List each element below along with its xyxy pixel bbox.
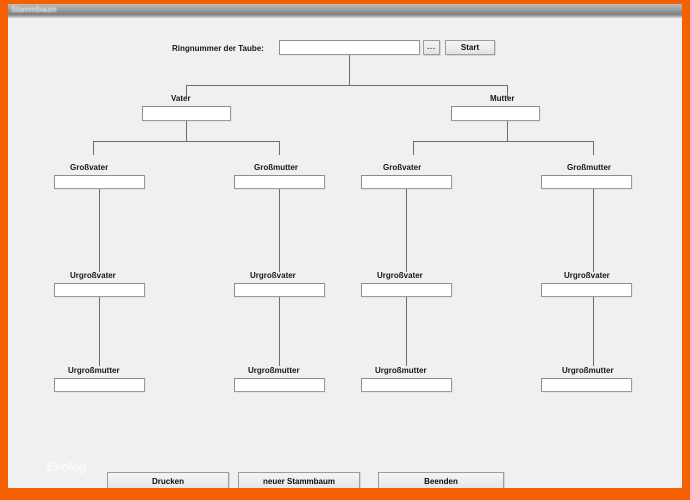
connector-gen2-r1 [413, 141, 414, 155]
urgrossmutter-2-input[interactable] [234, 378, 325, 392]
connector-root-down [349, 55, 350, 85]
grossmutter-1-input[interactable] [234, 175, 325, 189]
urgrossvater-1-label: Urgroßvater [70, 271, 116, 280]
connector-gen4-3 [406, 297, 407, 366]
vater-label: Vater [171, 94, 191, 103]
connector-gen1-left [186, 85, 187, 98]
urgrossvater-2-input[interactable] [234, 283, 325, 297]
urgrossvater-3-input[interactable] [361, 283, 452, 297]
grossmutter-2-input[interactable] [541, 175, 632, 189]
connector-gen4-1 [99, 297, 100, 366]
grossvater-2-input[interactable] [361, 175, 452, 189]
connector-gen2-l1 [93, 141, 94, 155]
beenden-button[interactable]: Beenden [378, 472, 504, 488]
urgrossvater-1-input[interactable] [54, 283, 145, 297]
browse-button[interactable]: ... [423, 40, 440, 55]
ringnummer-input[interactable] [279, 40, 420, 55]
connector-gen2-l2 [279, 141, 280, 155]
urgrossvater-4-label: Urgroßvater [564, 271, 610, 280]
connector-gen3-4 [593, 189, 594, 272]
urgrossmutter-3-label: Urgroßmutter [375, 366, 427, 375]
grossvater-2-label: Großvater [383, 163, 422, 172]
window-titlebar[interactable]: Stammbaum [8, 4, 682, 18]
connector-vater-down [186, 121, 187, 141]
application-window: Stammbaum Ringnummer der Taube: ... Star… [8, 4, 682, 488]
grossvater-1-input[interactable] [54, 175, 145, 189]
neuer-stammbaum-button[interactable]: neuer Stammbaum [238, 472, 360, 488]
window-client-area: Ringnummer der Taube: ... Start Vater Mu… [8, 18, 682, 488]
start-button[interactable]: Start [445, 40, 495, 55]
connector-gen1-bar [186, 85, 507, 86]
mutter-label: Mutter [490, 94, 515, 103]
urgrossmutter-2-label: Urgroßmutter [248, 366, 300, 375]
urgrossmutter-3-input[interactable] [361, 378, 452, 392]
urgrossvater-4-input[interactable] [541, 283, 632, 297]
connector-gen1-right [507, 85, 508, 98]
grossvater-1-label: Großvater [70, 163, 109, 172]
ringnummer-label: Ringnummer der Taube: [172, 44, 264, 53]
urgrossmutter-1-label: Urgroßmutter [68, 366, 120, 375]
grossmutter-2-label: Großmutter [567, 163, 611, 172]
vater-input[interactable] [142, 106, 231, 121]
connector-gen4-2 [279, 297, 280, 366]
connector-gen2-bar-left [93, 141, 280, 142]
urgrossmutter-4-label: Urgroßmutter [562, 366, 614, 375]
connector-gen4-4 [593, 297, 594, 366]
connector-gen3-2 [279, 189, 280, 272]
connector-gen3-3 [406, 189, 407, 272]
connector-gen2-bar-right [413, 141, 593, 142]
urgrossmutter-4-input[interactable] [541, 378, 632, 392]
drucken-button[interactable]: Drucken [107, 472, 229, 488]
grossmutter-1-label: Großmutter [254, 163, 298, 172]
urgrossmutter-1-input[interactable] [54, 378, 145, 392]
connector-gen3-1 [99, 189, 100, 272]
connector-mutter-down [507, 121, 508, 141]
urgrossvater-3-label: Urgroßvater [377, 271, 423, 280]
urgrossvater-2-label: Urgroßvater [250, 271, 296, 280]
connector-gen2-r2 [593, 141, 594, 155]
window-title: Stammbaum [11, 5, 57, 14]
mutter-input[interactable] [451, 106, 540, 121]
watermark-logo: Evolog [46, 459, 87, 474]
